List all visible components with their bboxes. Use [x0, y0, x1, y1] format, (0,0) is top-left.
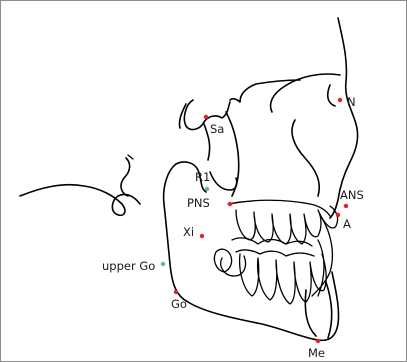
- landmark-point-N: [338, 98, 342, 102]
- landmark-label-Sa: Sa: [210, 122, 224, 136]
- landmark-point-Go: [174, 290, 178, 294]
- landmark-point-R1: [205, 187, 209, 191]
- nasion-curve: [328, 85, 335, 106]
- unerupted-molar: [214, 249, 231, 272]
- landmark-label-Me: Me: [308, 346, 325, 360]
- landmark-label-A: A: [343, 217, 351, 231]
- landmark-label-upper-Go: upper Go: [102, 259, 155, 273]
- landmark-point-upper-Go: [161, 262, 165, 266]
- landmark-labels: N Sa R1 ANS PNS A Xi upper Go Go Me: [102, 95, 364, 360]
- coronoid-outline: [210, 172, 237, 190]
- tick-mark: [128, 155, 133, 159]
- basion-curve: [121, 158, 130, 196]
- landmark-point-Me: [316, 339, 320, 343]
- maxilla-outline: [228, 200, 330, 216]
- orbital-floor-line: [292, 120, 319, 196]
- landmark-label-Xi: Xi: [183, 225, 194, 239]
- symphysis-outline: [305, 282, 331, 338]
- orbit-line: [271, 74, 340, 112]
- landmark-label-PNS: PNS: [187, 196, 210, 210]
- dentition: [214, 200, 337, 304]
- landmark-point-ANS: [344, 204, 348, 208]
- landmark-label-ANS: ANS: [340, 188, 364, 202]
- landmark-point-Xi: [200, 234, 204, 238]
- landmark-label-Go: Go: [171, 297, 187, 311]
- lower-incisor: [318, 240, 324, 296]
- landmark-label-R1: R1: [195, 170, 210, 184]
- landmark-point-Sa: [204, 115, 208, 119]
- landmark-label-N: N: [347, 95, 356, 109]
- upper-teeth: [236, 206, 338, 244]
- occipital-outline: [20, 155, 140, 215]
- clivus-line: [204, 124, 210, 160]
- molar-crowns: [232, 238, 314, 256]
- landmark-point-A: [336, 213, 340, 217]
- mandible-ramus-and-body: [164, 164, 339, 340]
- landmark-point-PNS: [228, 202, 232, 206]
- lower-teeth: [221, 254, 326, 304]
